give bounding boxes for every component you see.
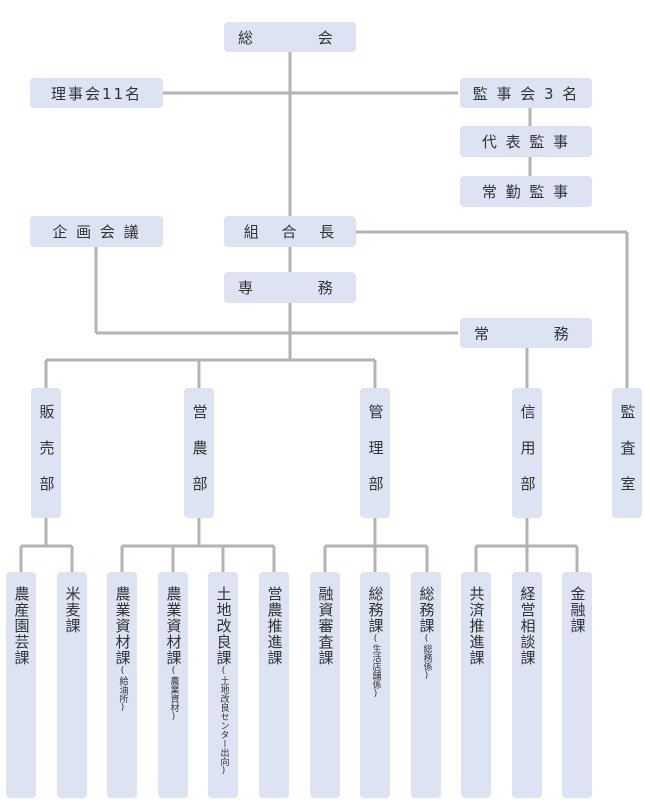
section-label-sub: (総務係): [421, 634, 432, 681]
box-senmu: 専 務: [224, 272, 356, 303]
section-yushi-shinsa: 融資審査課: [310, 572, 340, 798]
section-label-main: 土地改良課: [214, 586, 233, 666]
section-label-sub: (農業資材): [168, 666, 179, 722]
section-beibaku: 米麦課: [57, 572, 87, 798]
section-nogyoshizai-shizai: 農業資材課(農業資材): [158, 572, 188, 798]
section-label-main: 農業資材課: [164, 586, 183, 666]
section-tochi-kairyo-label: 土地改良課(土地改良センター出向): [214, 586, 233, 776]
section-tochi-kairyo: 土地改良課(土地改良センター出向): [208, 572, 238, 798]
section-einou-suishin-label: 営農推進課: [265, 586, 284, 666]
section-keiei-sodan-label: 経営相談課: [518, 586, 537, 666]
dept-kanri-label: 管理部: [366, 404, 385, 512]
dept-einou: 営農部: [184, 388, 214, 518]
box-kanjikai-label: 監 事 会 3 名: [472, 84, 580, 103]
box-riji: 理事会11名: [30, 78, 163, 108]
section-somu-seikatsu: 総務課(生活店舗係): [360, 572, 390, 798]
section-nogyoshizai-shizai-label: 農業資材課(農業資材): [164, 586, 183, 722]
section-somu-somu: 総務課(総務係): [411, 572, 441, 798]
section-label-sub: (生活店舗係): [370, 634, 381, 699]
box-jomu-label: 常 務: [474, 324, 569, 343]
section-somu-seikatsu-label: 総務課(生活店舗係): [366, 586, 385, 699]
box-kanjikai: 監 事 会 3 名: [460, 78, 592, 108]
section-noensan-label: 農産園芸課: [12, 586, 31, 666]
box-senmu-label: 専 務: [238, 279, 333, 297]
box-kikaku-label: 企 画 会 議: [52, 223, 141, 241]
box-soukai: 総 会: [224, 22, 356, 52]
box-riji-label: 理事会11名: [50, 84, 143, 103]
section-label-sub: (土地改良センター出向): [218, 666, 229, 776]
office-kansa: 監査室: [612, 388, 642, 518]
section-label-sub: (給油所): [117, 666, 128, 713]
box-kikaku-kaigi: 企 画 会 議: [30, 216, 163, 247]
dept-einou-label: 営農部: [190, 404, 209, 512]
dept-kanri: 管理部: [360, 388, 390, 518]
section-nogyoshizai-kyuyu: 農業資材課(給油所): [107, 572, 137, 798]
section-nogyoshizai-kyuyu-label: 農業資材課(給油所): [113, 586, 132, 713]
section-somu-somu-label: 総務課(総務係): [417, 586, 436, 681]
section-beibaku-label: 米麦課: [63, 586, 82, 634]
section-kinyu-label: 金融課: [568, 586, 587, 634]
section-kinyu: 金融課: [562, 572, 592, 798]
section-einou-suishin: 営農推進課: [259, 572, 289, 798]
dept-hanbai-label: 販売部: [37, 404, 56, 512]
section-kyosai-suishin-label: 共済推進課: [467, 586, 486, 666]
office-kansa-label: 監査室: [618, 404, 637, 512]
dept-shinyo: 信用部: [512, 388, 542, 518]
box-daihyo-label: 代 表 監 事: [481, 133, 571, 151]
box-jokin-label: 常 勤 監 事: [481, 183, 571, 201]
box-kumiaicho-label: 組 合 長: [243, 223, 337, 241]
section-label-main: 農業資材課: [113, 586, 132, 666]
box-soukai-label: 総 会: [238, 28, 333, 47]
section-noensan: 農産園芸課: [6, 572, 36, 798]
section-label-main: 総務課: [366, 586, 385, 634]
box-jokin-kanji: 常 勤 監 事: [460, 176, 592, 207]
dept-hanbai: 販売部: [31, 388, 61, 518]
box-jomu: 常 務: [460, 318, 592, 348]
box-daihyo-kanji: 代 表 監 事: [460, 126, 592, 157]
section-yushi-shinsa-label: 融資審査課: [316, 586, 335, 666]
section-label-main: 総務課: [417, 586, 436, 634]
section-kyosai-suishin: 共済推進課: [461, 572, 491, 798]
section-keiei-sodan: 経営相談課: [512, 572, 542, 798]
dept-shinyo-label: 信用部: [518, 404, 537, 512]
box-kumiaicho: 組 合 長: [224, 216, 356, 247]
